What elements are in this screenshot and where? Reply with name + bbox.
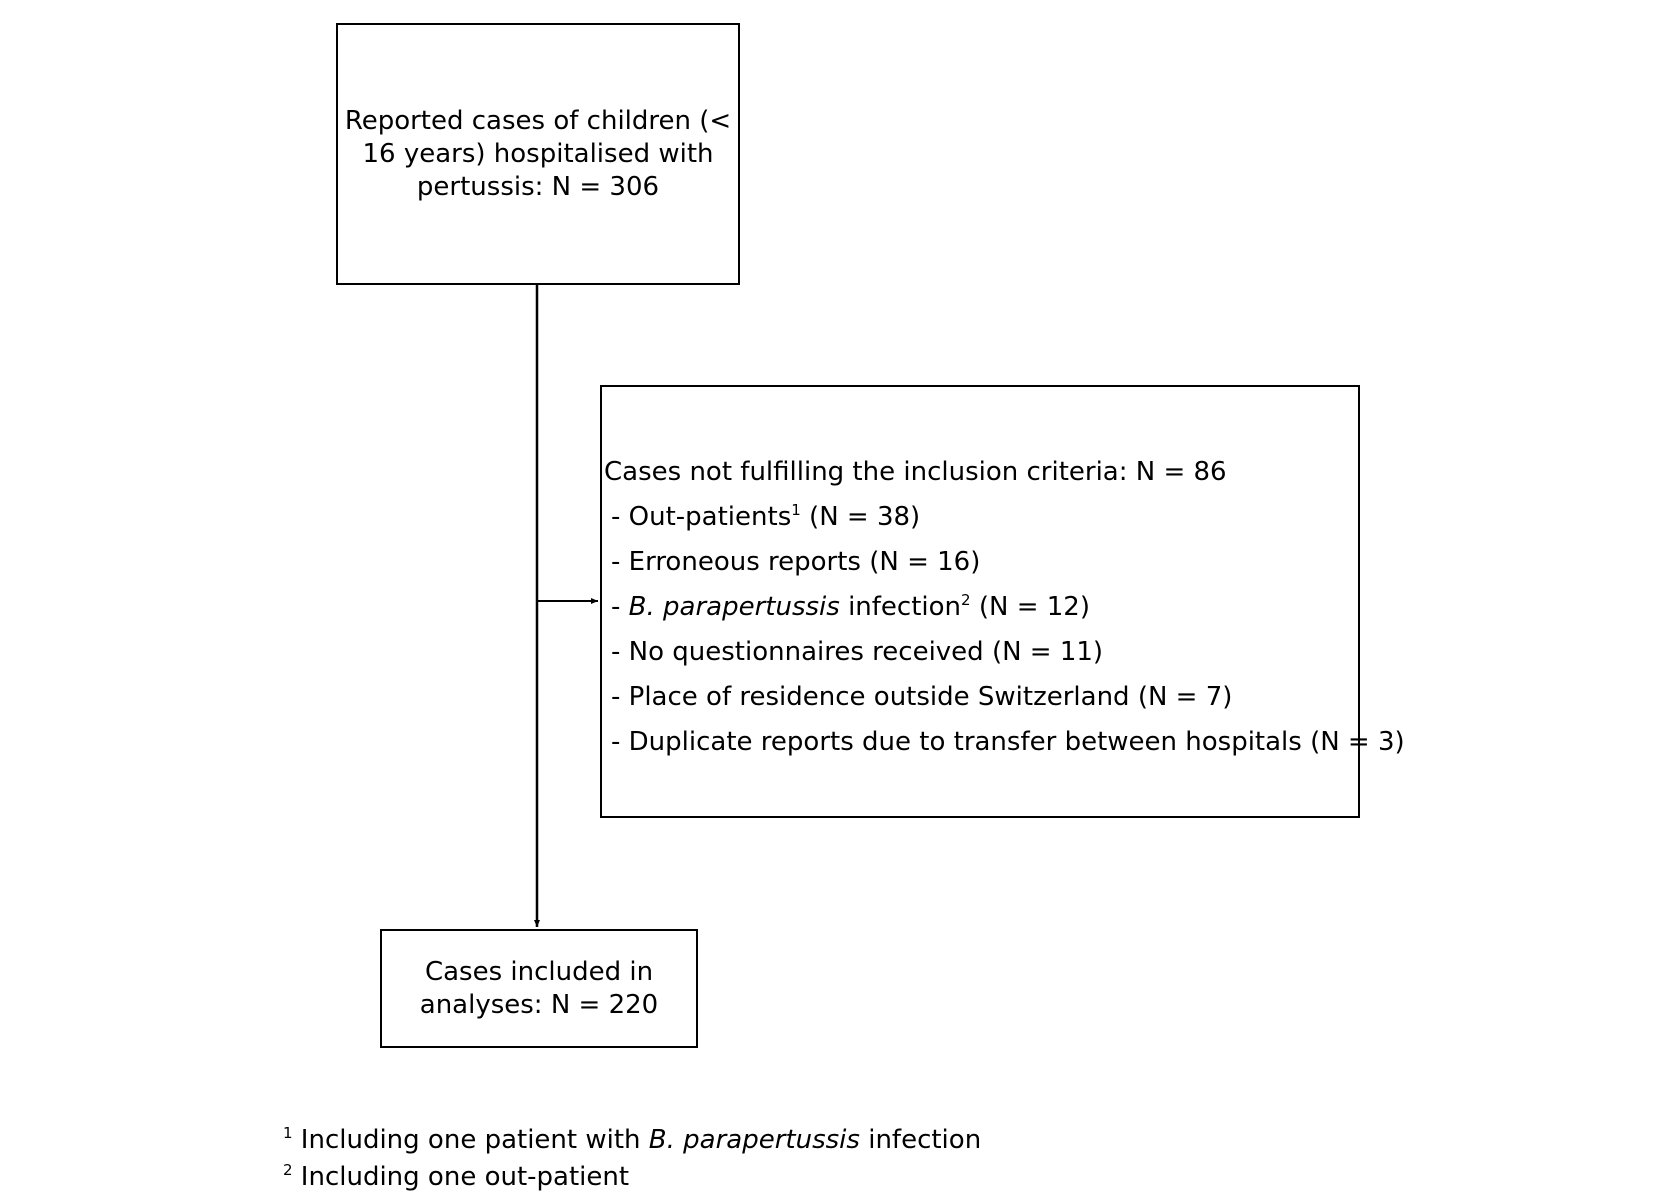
exclusion-item: - Out-patients1 (N = 38)	[611, 501, 921, 532]
reported-cases-box: Reported cases of children (< 16 years) …	[336, 23, 740, 285]
exclusion-reasons-list: - Out-patients1 (N = 38) - Erroneous rep…	[611, 495, 1405, 765]
footnote-2: 2 Including one out-patient	[283, 1161, 630, 1192]
exclusion-item: - B. parapertussis infection2 (N = 12)	[611, 591, 1090, 622]
footnote-marker: 2	[961, 591, 971, 609]
excluded-cases-title: Cases not fulfilling the inclusion crite…	[604, 457, 1227, 487]
exclusion-item: - Duplicate reports due to transfer betw…	[611, 727, 1405, 757]
exclusion-item: - Place of residence outside Switzerland…	[611, 682, 1233, 712]
footnote-marker: 1	[791, 501, 801, 519]
included-cases-text: Cases included in analyses: N = 220	[419, 956, 659, 1020]
excluded-cases-box: Cases not fulfilling the inclusion crite…	[600, 385, 1405, 818]
exclusion-item: - Erroneous reports (N = 16)	[611, 547, 981, 577]
included-cases-box: Cases included in analyses: N = 220	[380, 929, 698, 1048]
footnotes: 1 Including one patient with B. parapert…	[283, 1122, 981, 1196]
exclusion-item: - No questionnaires received (N = 11)	[611, 637, 1104, 667]
reported-cases-text: Reported cases of children (< 16 years) …	[344, 105, 732, 202]
footnote-1: 1 Including one patient with B. parapert…	[283, 1124, 982, 1155]
